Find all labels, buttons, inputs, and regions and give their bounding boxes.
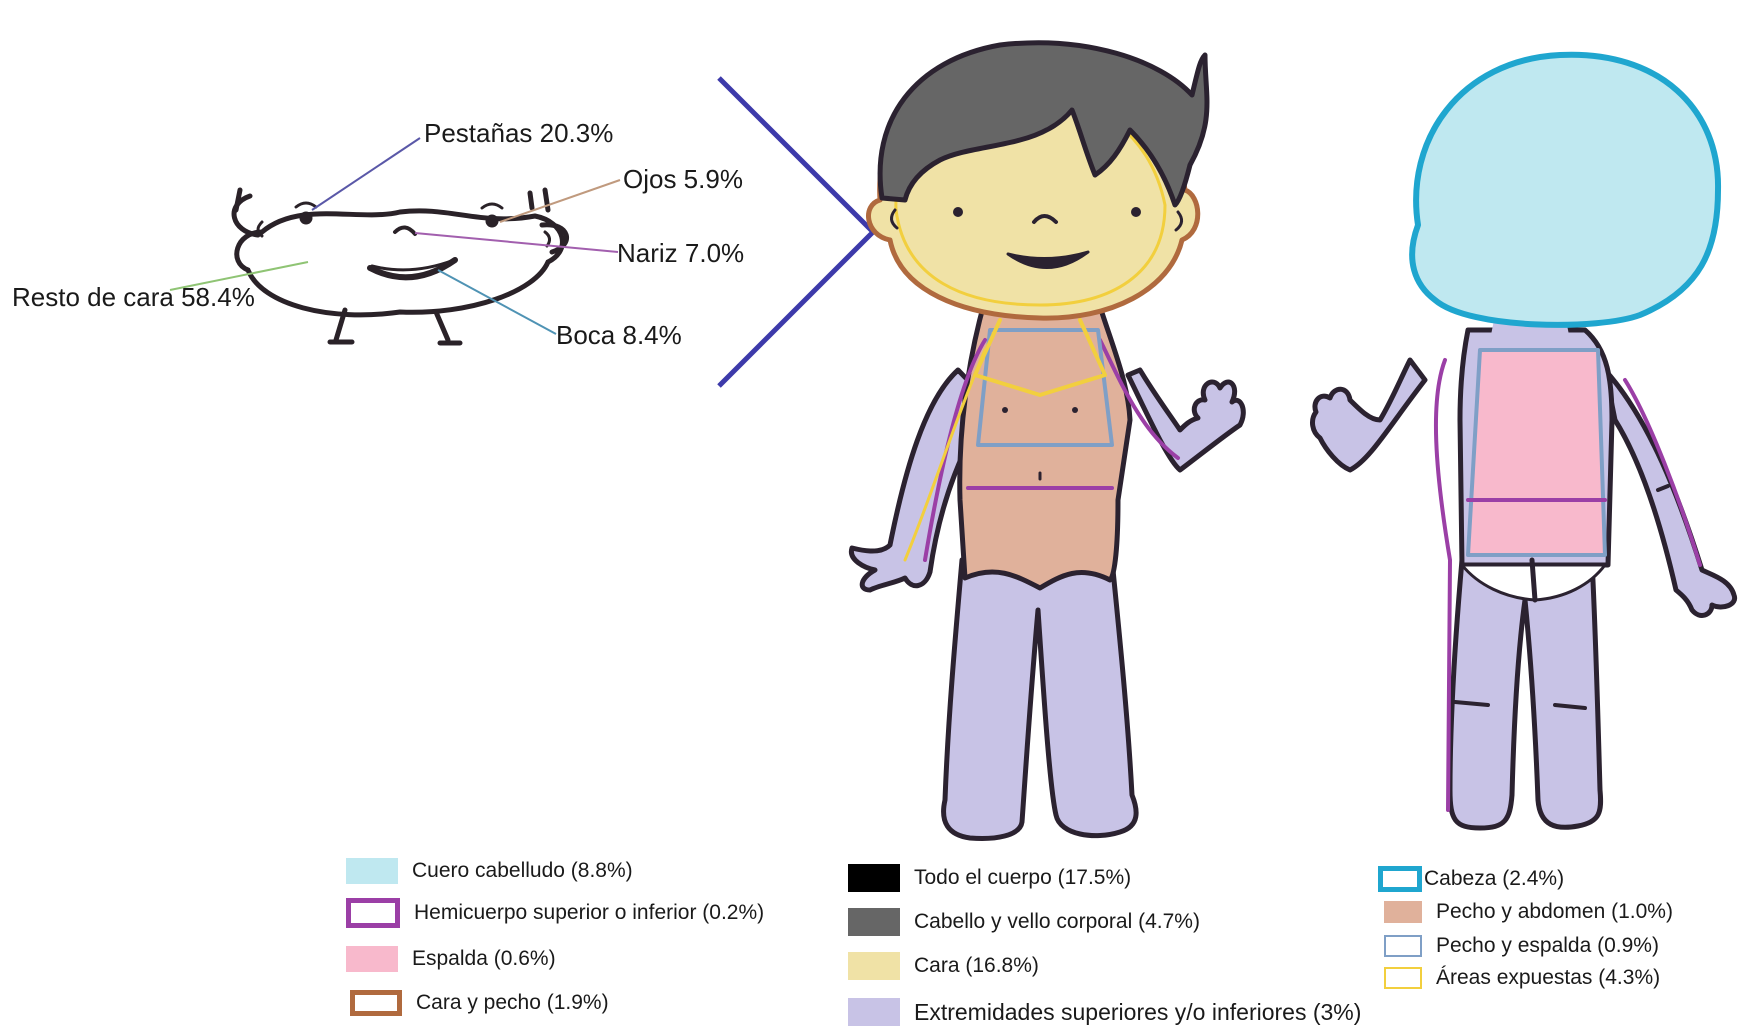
legend-swatch [1384,901,1422,923]
label-boca: Boca 8.4% [556,320,682,351]
legend-label: Extremidades superiores y/o inferiores (… [914,999,1361,1026]
front-body-figure [851,43,1243,839]
legend-swatch [346,946,398,972]
legend-swatch [346,898,400,928]
legend-swatch [1378,866,1422,892]
legend-label: Pecho y espalda (0.9%) [1436,934,1659,958]
legend-label: Áreas expuestas (4.3%) [1436,966,1660,990]
legend-item-espalda: Espalda (0.6%) [346,946,556,972]
legend-item-cabeza: Cabeza (2.4%) [1378,866,1564,892]
legend-item-pecho-abdomen: Pecho y abdomen (1.0%) [1384,900,1673,924]
legend-label: Cabeza (2.4%) [1424,867,1564,891]
legend-label: Cara (16.8%) [914,954,1039,978]
legend-swatch [346,858,398,884]
legend-label: Espalda (0.6%) [412,947,556,971]
legend-swatch [848,908,900,936]
legend-swatch [1384,967,1422,989]
legend-item-cabello: Cabello y vello corporal (4.7%) [848,908,1200,936]
legend-label: Hemicuerpo superior o inferior (0.2%) [414,901,764,925]
legend-label: Cara y pecho (1.9%) [416,991,609,1015]
legend-swatch [848,864,900,892]
legend-swatch [848,952,900,980]
legend-label: Pecho y abdomen (1.0%) [1436,900,1673,924]
legend-item-areas-expuestas: Áreas expuestas (4.3%) [1384,966,1660,990]
label-nariz: Nariz 7.0% [617,238,744,269]
legend-item-cuero-cabelludo: Cuero cabelludo (8.8%) [346,858,633,884]
label-pestanas: Pestañas 20.3% [424,118,613,149]
label-ojos: Ojos 5.9% [623,164,743,195]
legend-label: Todo el cuerpo (17.5%) [914,866,1131,890]
legend-label: Cuero cabelludo (8.8%) [412,859,633,883]
zoom-chevron [719,78,873,386]
legend-swatch [848,998,900,1026]
label-resto-cara: Resto de cara 58.4% [12,282,255,313]
legend-item-pecho-espalda: Pecho y espalda (0.9%) [1384,934,1659,958]
legend-swatch [350,990,402,1016]
legend-item-hemicuerpo: Hemicuerpo superior o inferior (0.2%) [346,898,764,928]
legend-swatch [1384,935,1422,957]
legend-item-cara: Cara (16.8%) [848,952,1039,980]
legend-item-extremidades: Extremidades superiores y/o inferiores (… [848,998,1361,1026]
legend-label: Cabello y vello corporal (4.7%) [914,910,1200,934]
legend-item-cara-y-pecho: Cara y pecho (1.9%) [350,990,609,1016]
back-body-figure [1313,55,1735,828]
legend-item-todo-el-cuerpo: Todo el cuerpo (17.5%) [848,864,1131,892]
